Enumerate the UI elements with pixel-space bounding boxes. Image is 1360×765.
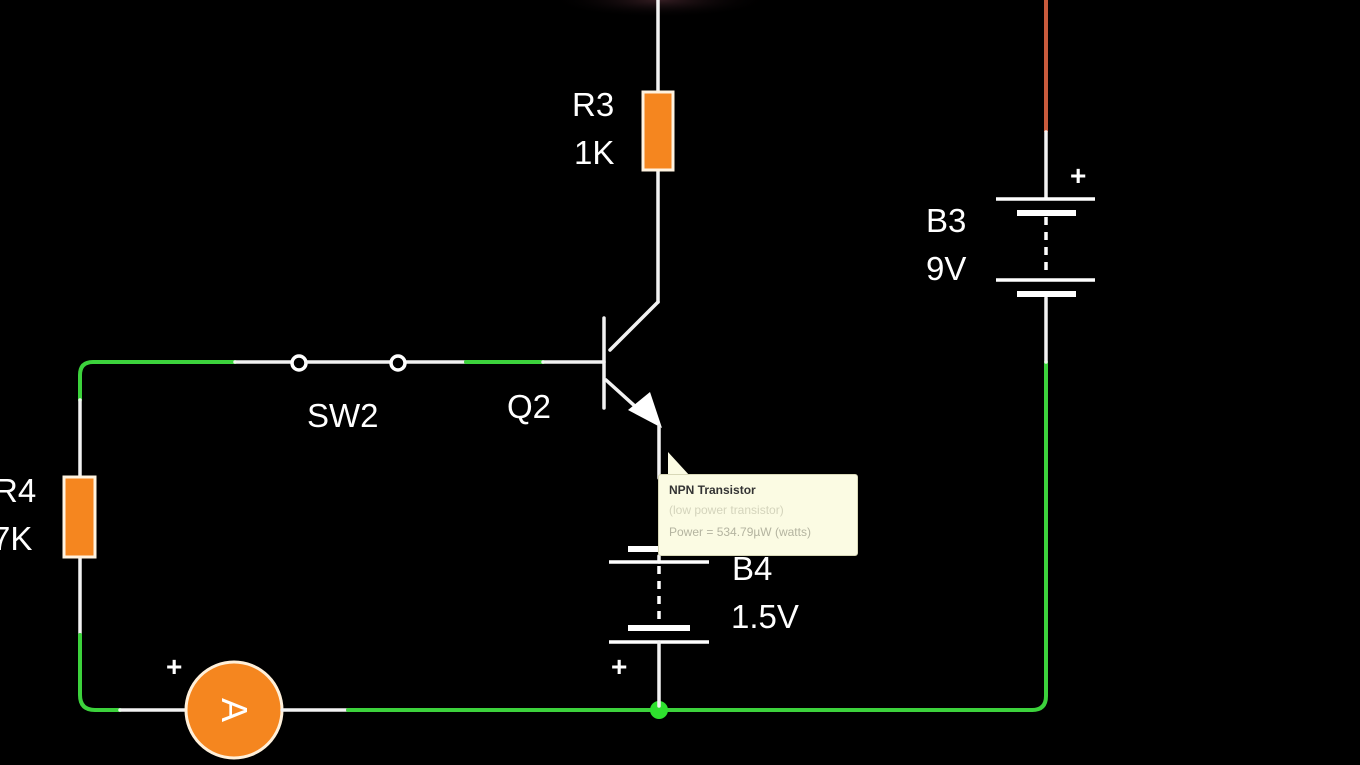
resistor-r4[interactable]: [62, 475, 97, 559]
battery-b3[interactable]: [996, 197, 1095, 297]
switch-sw2[interactable]: [290, 354, 407, 372]
b4-plus: +: [611, 651, 627, 682]
collector-wire[interactable]: [608, 0, 660, 352]
junction-node[interactable]: [650, 701, 668, 719]
b4-label: B4: [732, 550, 772, 587]
top-glow: [550, 0, 770, 18]
b3-label: B3: [926, 202, 966, 239]
bottom-wire[interactable]: [280, 360, 1048, 712]
q2-label: Q2: [507, 388, 551, 425]
resistor-r4-body[interactable]: [62, 475, 97, 559]
b3-plus: +: [1070, 160, 1086, 191]
base-wire[interactable]: [78, 360, 606, 402]
q2-emitter-arrow: [628, 392, 662, 428]
battery-b4[interactable]: [609, 546, 709, 708]
component-tooltip: NPN Transistor (low power transistor) Po…: [658, 474, 858, 556]
tooltip-subtitle: (low power transistor): [669, 503, 784, 517]
resistor-r3[interactable]: [641, 90, 675, 172]
ammeter[interactable]: A: [184, 660, 284, 760]
tooltip-title: NPN Transistor: [669, 483, 756, 497]
left-wire[interactable]: [78, 398, 188, 712]
b3-value: 9V: [926, 250, 966, 287]
b4-value: 1.5V: [731, 598, 799, 635]
resistor-r3-body[interactable]: [641, 90, 675, 172]
r4-value: 7K: [0, 520, 32, 557]
r4-label: R4: [0, 472, 36, 509]
r3-value: 1K: [574, 134, 614, 171]
r3-label: R3: [572, 86, 614, 123]
ammeter-plus: +: [166, 651, 182, 682]
sw2-terminal-right: [389, 354, 407, 372]
sw2-label: SW2: [307, 397, 379, 434]
transistor-q2[interactable]: [602, 316, 662, 480]
ammeter-symbol: A: [214, 698, 255, 722]
sw2-terminal-left: [290, 354, 308, 372]
tooltip-pointer: [668, 452, 690, 476]
tooltip-power: Power = 534.79µW (watts): [669, 525, 811, 539]
